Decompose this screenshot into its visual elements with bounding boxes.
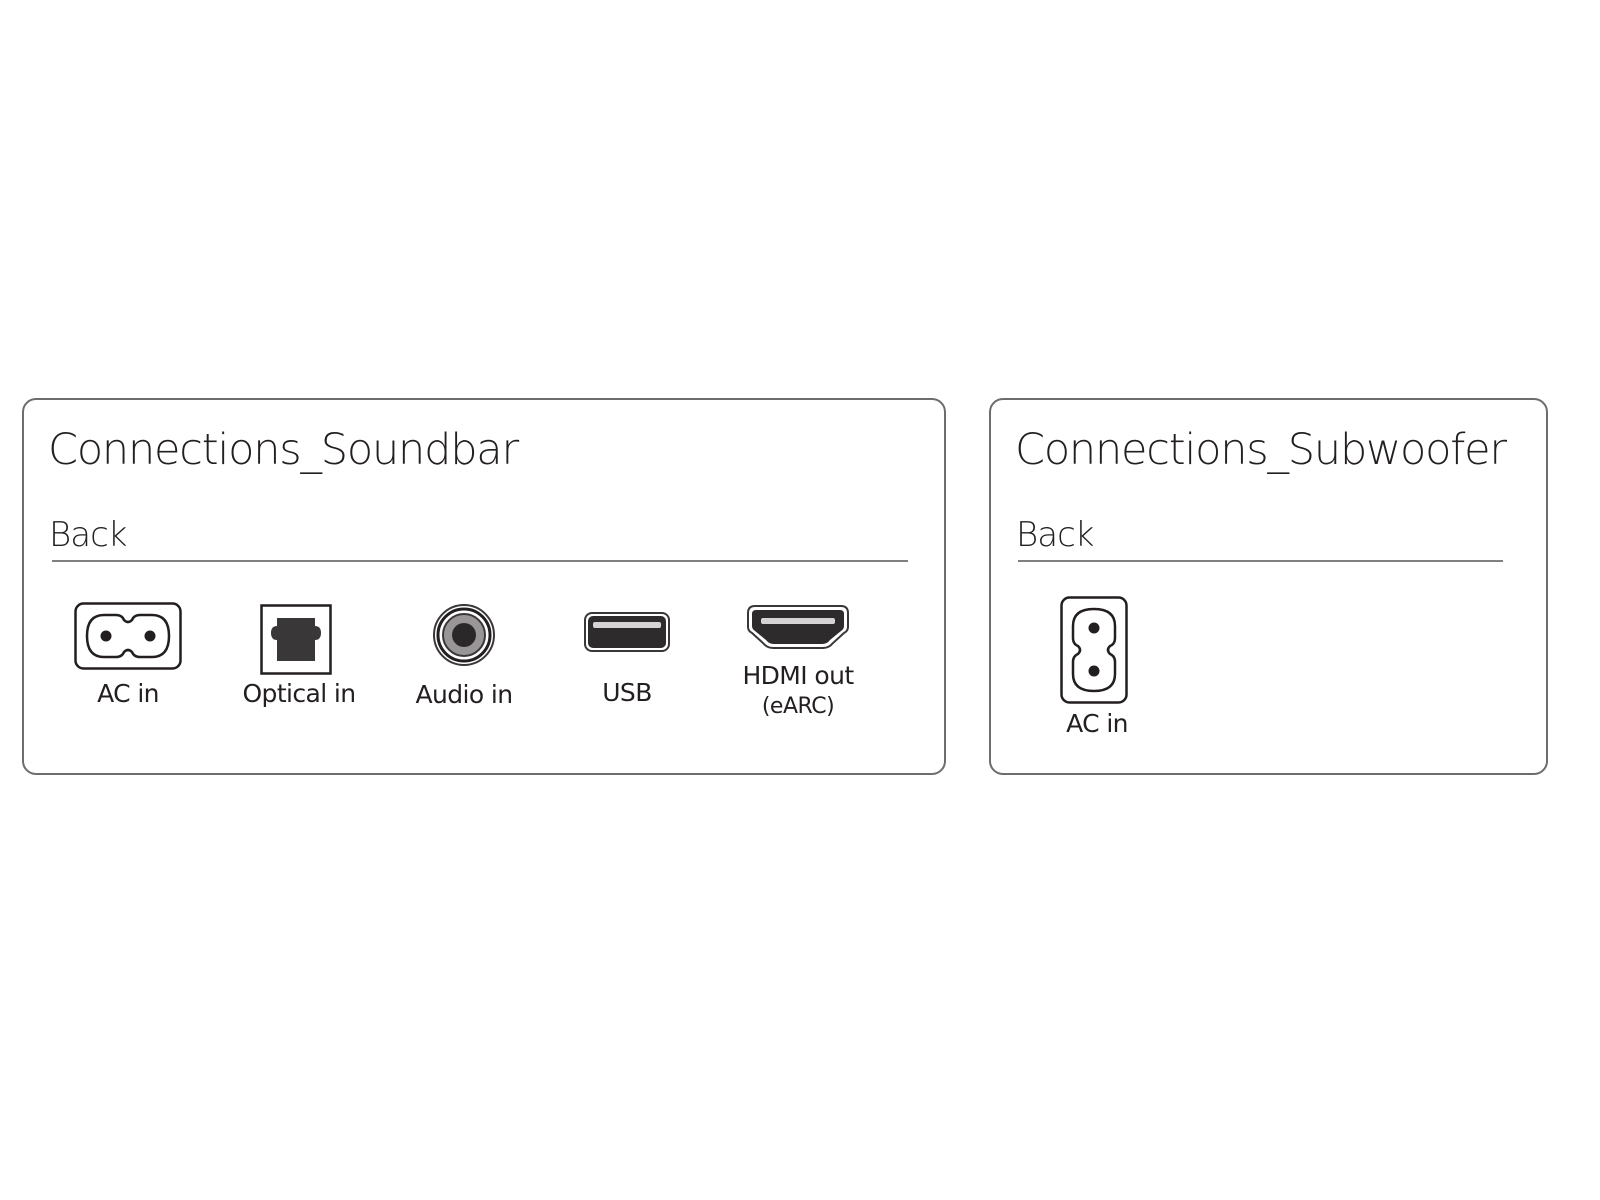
ac-power-socket-icon [74,602,182,670]
port-sublabel-earc: (eARC) [761,694,835,719]
subwoofer-section-back: Back [1016,515,1094,555]
soundbar-connections-panel: Connections_Soundbar Back AC in Optical … [22,398,946,775]
soundbar-panel-title: Connections_Soundbar [48,425,519,475]
optical-toslink-icon [260,604,332,675]
port-label-sub-ac-in: AC in [1066,709,1128,738]
port-label-ac-in: AC in [97,679,159,708]
audio-jack-icon [433,604,495,666]
port-hdmi-out: HDMI out (eARC) [728,605,868,730]
port-sub-ac-in: AC in [1047,596,1147,746]
port-label-usb: USB [602,678,652,707]
ac-power-socket-icon [1060,596,1128,704]
port-label-audio-in: Audio in [415,680,514,709]
subwoofer-connections-panel: Connections_Subwoofer Back AC in [989,398,1548,775]
port-label-hdmi-out: HDMI out [742,661,854,690]
port-optical-in: Optical in [224,604,374,714]
soundbar-section-back: Back [49,515,127,555]
port-usb: USB [574,612,680,712]
subwoofer-section-divider [1018,560,1503,562]
hdmi-port-icon [747,605,849,649]
soundbar-section-divider [52,560,908,562]
port-ac-in: AC in [72,602,184,712]
subwoofer-panel-title: Connections_Subwoofer [1015,425,1507,475]
usb-port-icon [584,612,670,652]
port-label-optical-in: Optical in [242,679,356,708]
port-audio-in: Audio in [404,603,524,713]
